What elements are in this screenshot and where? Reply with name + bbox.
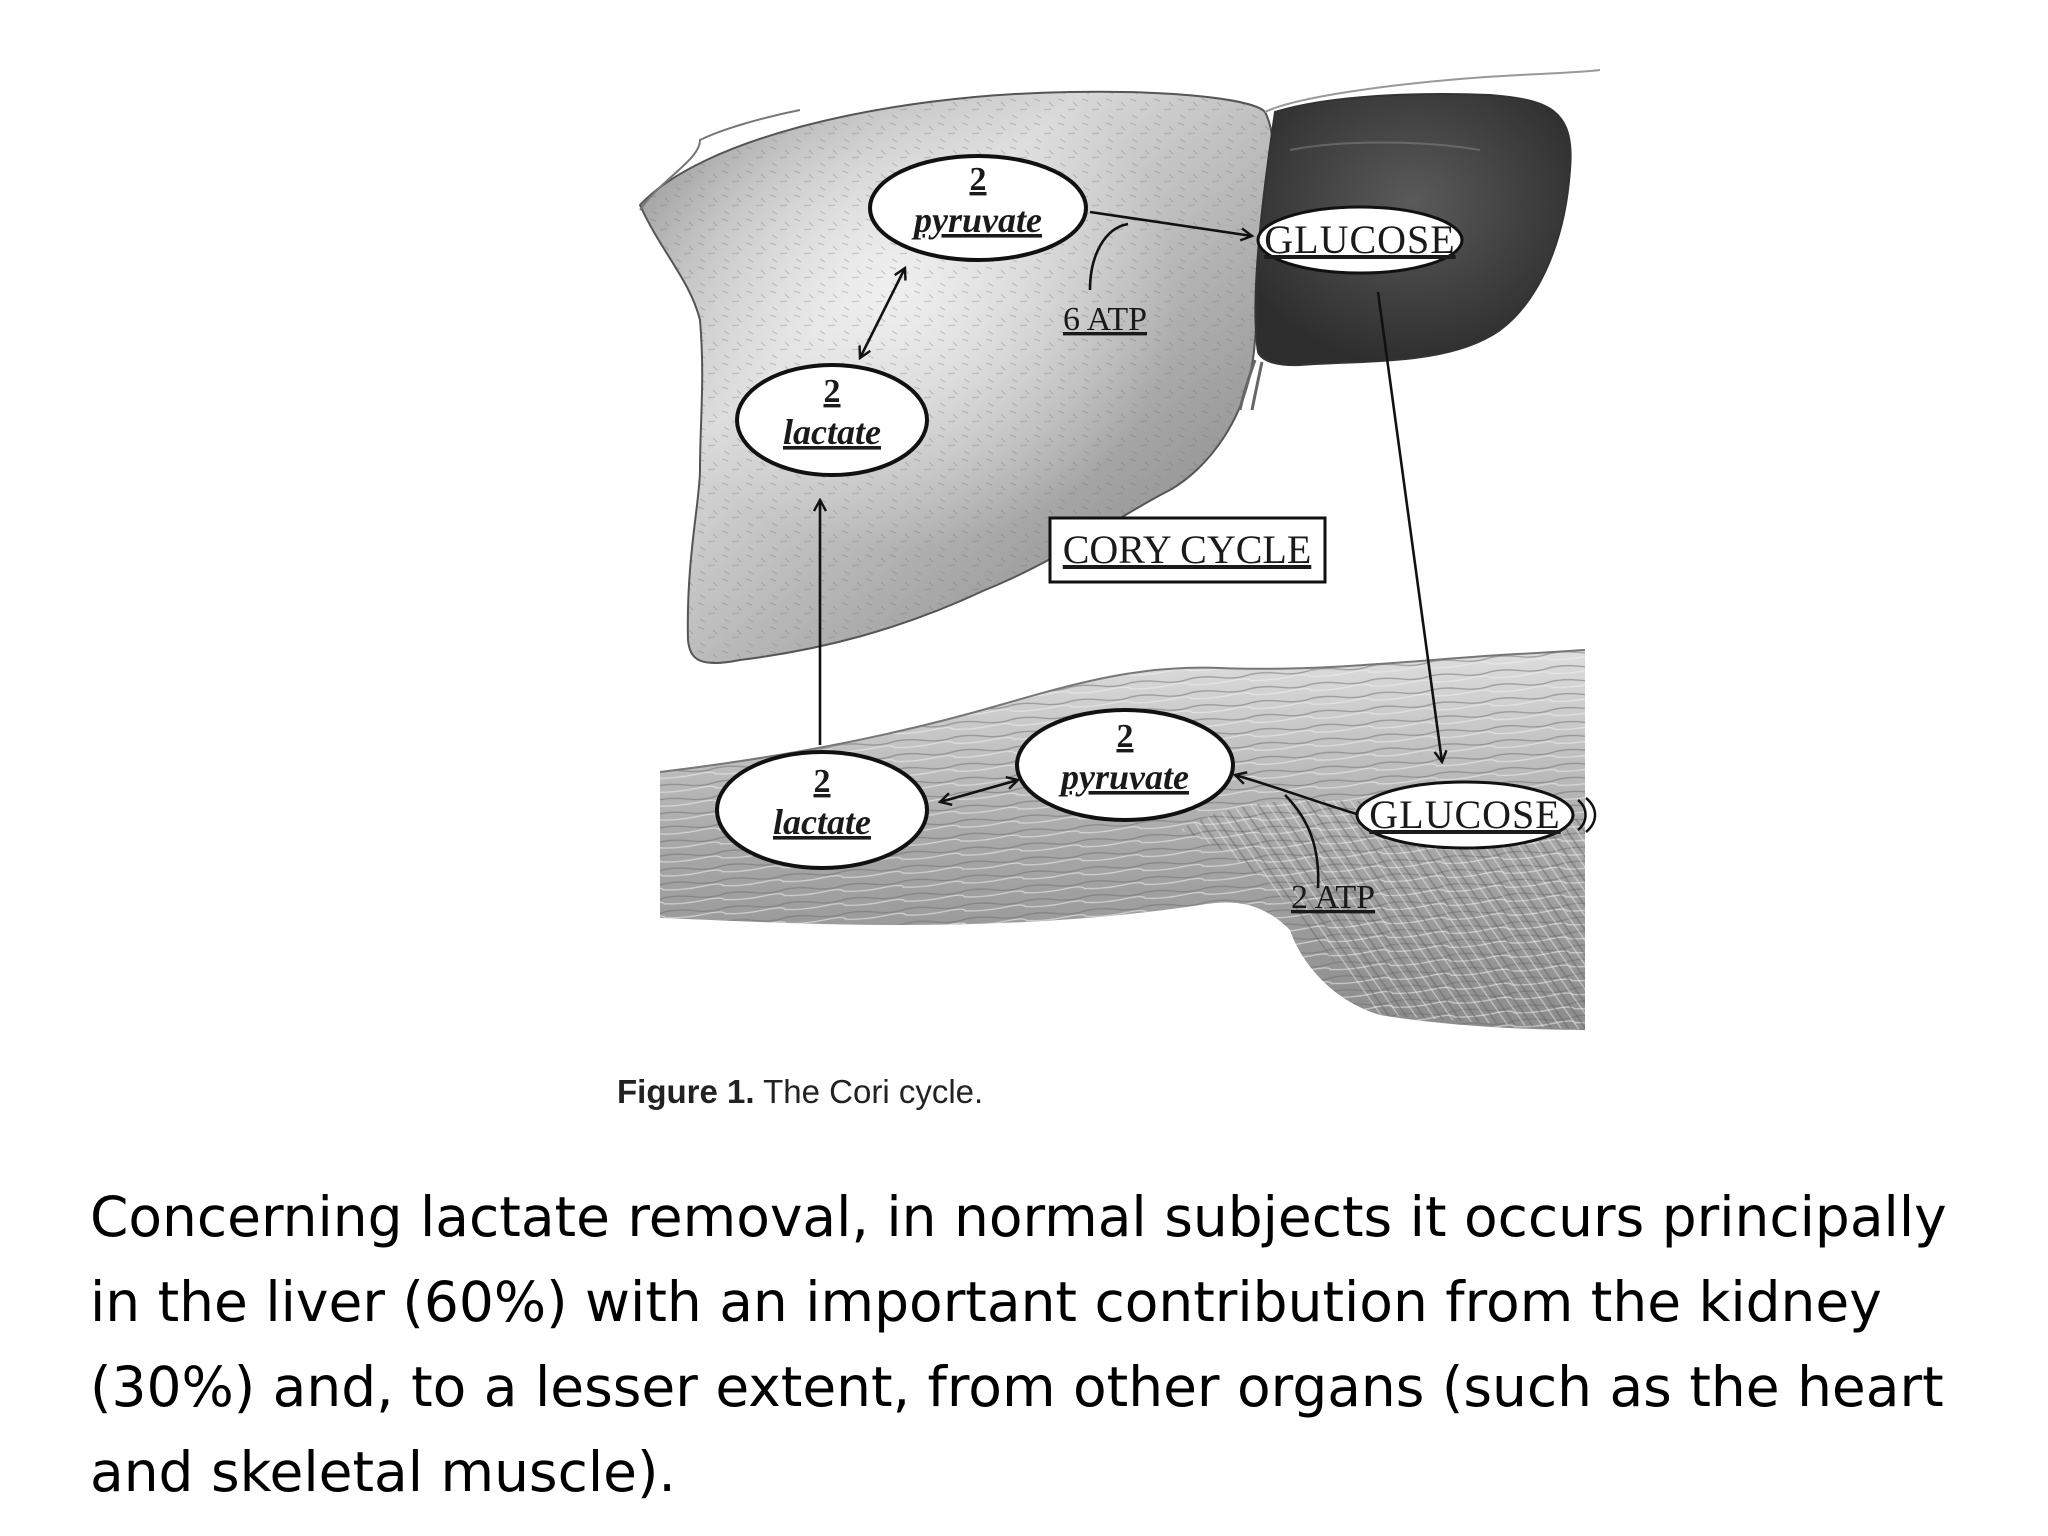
liver-glucose-label: GLUCOSE (1264, 217, 1455, 262)
liver-glucose-node: GLUCOSE (1256, 205, 1464, 275)
figure-caption-prefix: Figure 1. (617, 1073, 755, 1110)
liver-lactate-count: 2 (824, 373, 841, 410)
liver-atp-label: 6 ATP (1063, 301, 1147, 338)
liver-pyruvate-label: pyruvate (911, 200, 1042, 240)
liver-pyruvate-node: 2 pyruvate (868, 154, 1088, 262)
arrow-muscle-atp-input (1284, 794, 1320, 889)
arrow-liver-glucose-to-muscle-glucose (1376, 291, 1442, 762)
muscle-atp-label: 2 ATP (1291, 879, 1375, 916)
body-paragraph: Concerning lactate removal, in normal su… (90, 1185, 1947, 1504)
arrow-liver-lactate-pyruvate (860, 268, 905, 358)
liver-lactate-label: lactate (783, 412, 881, 452)
liver-lactate-node: 2 lactate (735, 363, 929, 477)
arrow-muscle-glucose-to-pyruvate (1235, 775, 1361, 817)
muscle-lactate-count: 2 (814, 763, 831, 800)
muscle-lactate-node: 2 lactate (715, 750, 929, 870)
figure-caption: Figure 1. The Cori cycle. (617, 1073, 983, 1111)
cycle-label: CORY CYCLE (1063, 527, 1312, 572)
muscle-pyruvate-label: pyruvate (1058, 757, 1189, 797)
cycle-label-box: CORY CYCLE (1048, 516, 1327, 584)
arrow-liver-pyruvate-to-glucose (1089, 210, 1252, 236)
liver-pyruvate-count: 2 (970, 161, 987, 198)
muscle-pyruvate-count: 2 (1117, 718, 1134, 755)
arrows (820, 210, 1442, 889)
muscle-lactate-label: lactate (773, 802, 871, 842)
muscle-glucose-node: GLUCOSE (1355, 780, 1597, 850)
muscle-illustration (659, 649, 1586, 1030)
muscle-glucose-label: GLUCOSE (1369, 792, 1560, 837)
arrow-muscle-lactate-pyruvate (940, 780, 1018, 802)
muscle-pyruvate-node: 2 pyruvate (1015, 708, 1235, 822)
arrow-liver-atp-input (1088, 222, 1129, 291)
figure-caption-text: The Cori cycle. (763, 1073, 984, 1110)
